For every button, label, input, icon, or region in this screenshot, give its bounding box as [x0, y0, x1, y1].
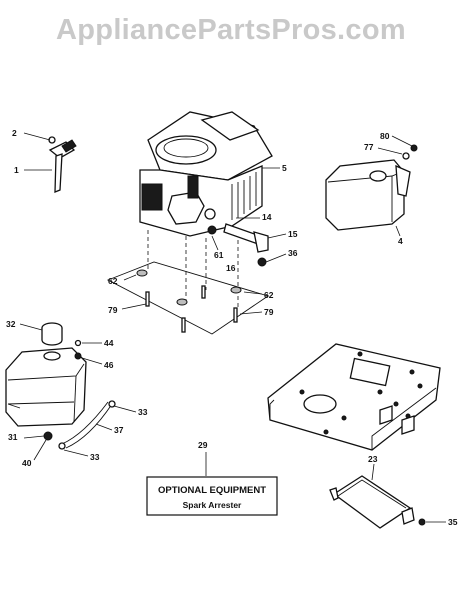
engine-part [139, 111, 280, 237]
mounting-frame-part [267, 343, 441, 451]
callout-79-left: 79 [108, 305, 118, 315]
exhaust-pipe-part [223, 217, 287, 267]
fuel-tank-part [5, 322, 103, 441]
callout-79-right: 79 [264, 307, 274, 317]
optional-equipment-box [146, 476, 278, 516]
callout-5: 5 [282, 163, 287, 173]
callout-1: 1 [14, 165, 19, 175]
callout-35: 35 [448, 517, 458, 527]
callout-16: 16 [226, 263, 236, 273]
callout-33-top: 33 [138, 407, 148, 417]
muffler-part [325, 135, 418, 237]
callout-62-left: 62 [108, 276, 118, 286]
callout-23: 23 [368, 454, 378, 464]
callout-29: 29 [198, 440, 208, 450]
callout-31: 31 [8, 432, 18, 442]
callout-44: 44 [104, 338, 114, 348]
callout-15: 15 [288, 229, 298, 239]
spark-arrester-part [329, 463, 446, 529]
callout-77: 77 [364, 142, 374, 152]
callout-62-right: 62 [264, 290, 274, 300]
callout-40: 40 [22, 458, 32, 468]
throttle-control-part [23, 132, 77, 193]
callout-37: 37 [114, 425, 124, 435]
callout-32: 32 [6, 319, 16, 329]
callout-36: 36 [288, 248, 298, 258]
fuel-line-part [58, 400, 137, 457]
callout-61: 61 [214, 250, 224, 260]
callout-14: 14 [262, 212, 272, 222]
watermark-text: AppliancePartsPros.com [56, 14, 406, 46]
optional-equipment-title: OPTIONAL EQUIPMENT [158, 485, 266, 496]
callout-46: 46 [104, 360, 114, 370]
optional-equipment-subtitle: Spark Arrester [183, 500, 242, 510]
callout-2: 2 [12, 128, 17, 138]
callout-4: 4 [398, 236, 403, 246]
callout-80: 80 [380, 131, 390, 141]
callout-33-bottom: 33 [90, 452, 100, 462]
